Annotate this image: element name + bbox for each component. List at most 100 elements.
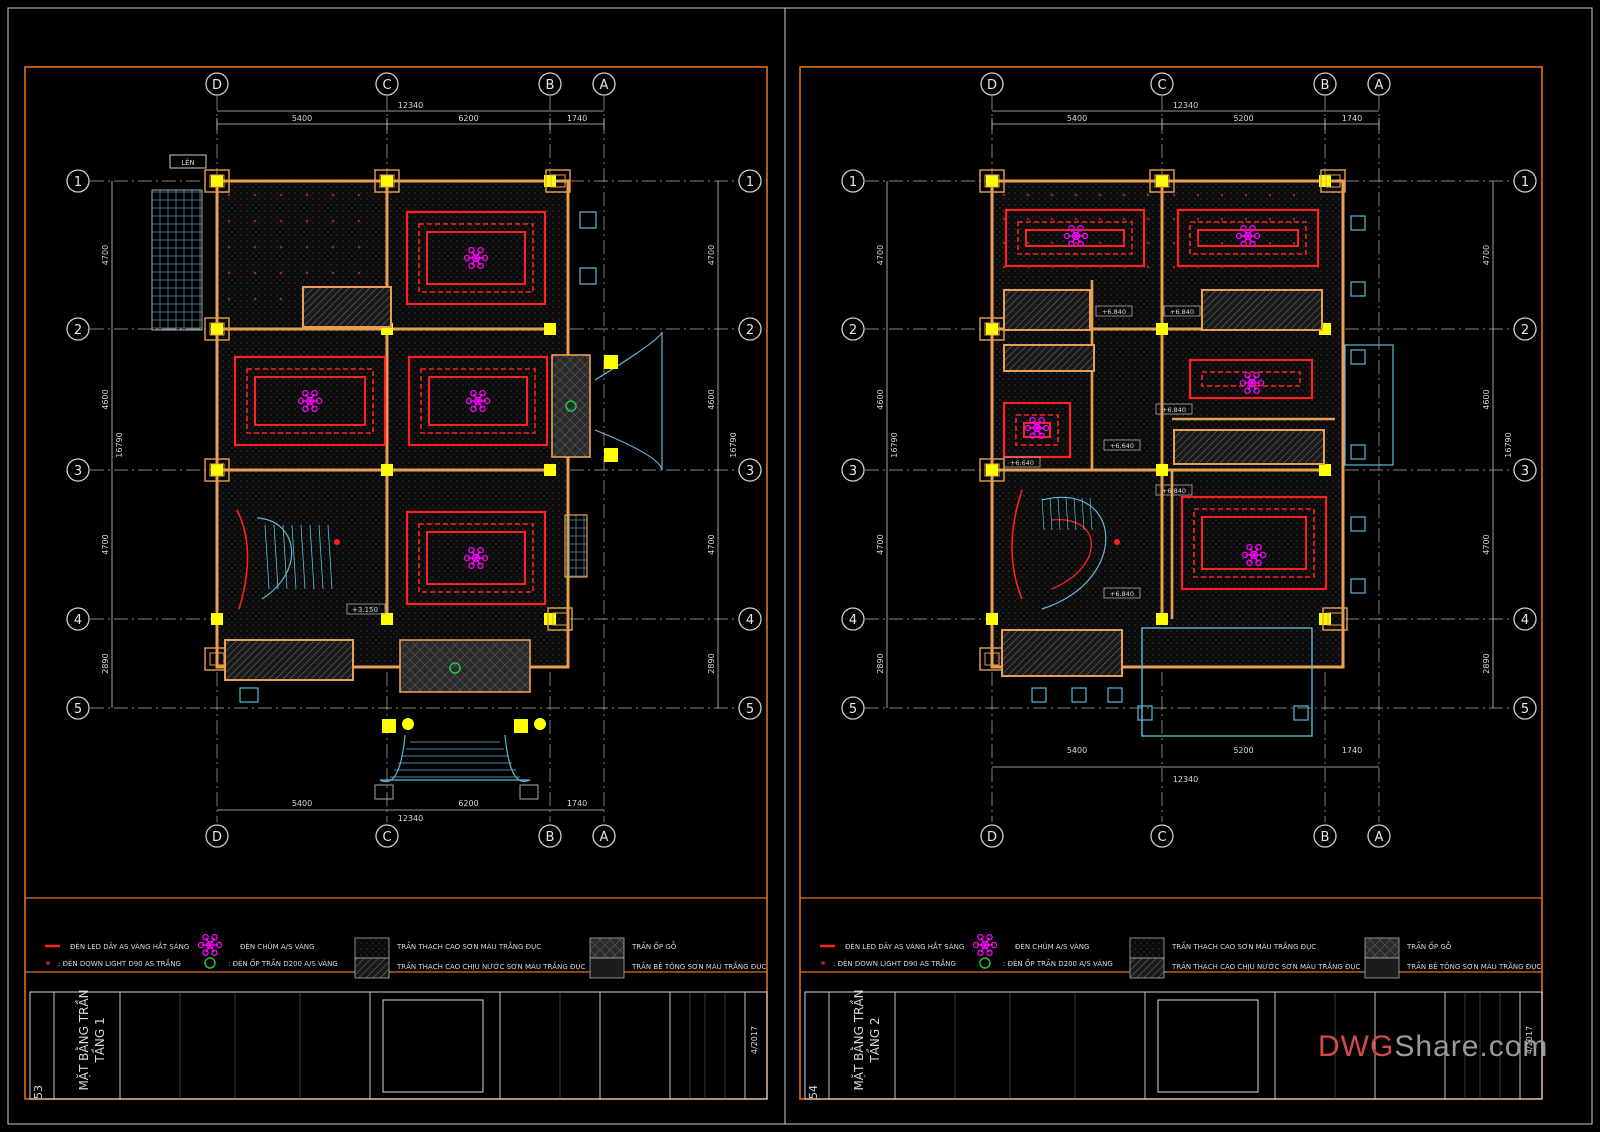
legend-gypsum-label: TRẦN THẠCH CAO SƠN MÀU TRẮNG ĐỤC (1171, 941, 1316, 951)
downlight-icon (1146, 193, 1150, 197)
column (1156, 613, 1168, 625)
dim-part-top: 5200 (1233, 114, 1253, 123)
column (381, 175, 393, 187)
stair-tread (273, 524, 279, 590)
grid-bubble-bottom-C: C (1150, 824, 1174, 848)
side-window (564, 514, 588, 578)
grid-bubble (538, 72, 562, 96)
legend-gypsum-label: TRẦN THẠCH CAO SƠN MÀU TRẮNG ĐỤC (396, 941, 541, 951)
legend-concrete-swatch (1364, 957, 1400, 979)
grid-label: 2 (1521, 323, 1529, 338)
downlight-icon (1098, 217, 1102, 221)
column (1319, 464, 1331, 476)
sheet-number: 54 (807, 1085, 820, 1099)
coffer-outer (407, 355, 549, 447)
column (544, 175, 556, 187)
downlight-group (227, 193, 361, 301)
downlight-icon (1074, 217, 1078, 221)
dim-part-side: 2890 (1482, 653, 1491, 673)
grid-bubble-top-A: A (592, 72, 616, 96)
pilaster-core (552, 612, 568, 626)
downlight-icon (1122, 265, 1126, 269)
grid-bubble (1150, 824, 1174, 848)
chandelier-icon (465, 389, 491, 413)
stair-tread (309, 524, 315, 590)
chandelier-icon (463, 246, 489, 270)
pilaster (979, 169, 1005, 193)
downlight-icon (1074, 265, 1078, 269)
column (986, 613, 998, 625)
level-tag (1155, 484, 1193, 496)
drawing-date: 4/2017 (750, 1026, 759, 1054)
grid-bubble-right-4: 4 (738, 607, 762, 631)
pilaster-core (209, 322, 225, 336)
legend-led-label: ĐÈN LED DÂY AS VÀNG HẮT SÁNG (845, 941, 964, 951)
downlight-icon (1196, 241, 1200, 245)
grid-bubble-left-2: 2 (841, 317, 865, 341)
downlight-icon (357, 193, 361, 197)
downlight-icon (1244, 217, 1248, 221)
column (1156, 175, 1168, 187)
grid-bubble (1367, 824, 1391, 848)
downlight-icon (253, 245, 257, 249)
grid-bubble (738, 696, 762, 720)
column (986, 323, 998, 335)
grid-bubble (1150, 72, 1174, 96)
pilaster-core (1327, 612, 1343, 626)
grid-label: 4 (849, 613, 857, 628)
downlight-icon (1002, 265, 1006, 269)
column (986, 464, 998, 476)
dim-total-top: 12340 (1173, 101, 1198, 110)
downlight-icon (1172, 217, 1176, 221)
downlight-icon (1026, 217, 1030, 221)
column (381, 464, 393, 476)
downlight-icon (1026, 265, 1030, 269)
column (1156, 464, 1168, 476)
porch-ceiling (224, 639, 354, 681)
level-label: +6.640 (1010, 459, 1034, 467)
downlight-icon (1146, 241, 1150, 245)
stamp-box (382, 999, 484, 1093)
coffered-ceiling (405, 510, 547, 606)
window-box (1071, 687, 1087, 703)
stair-edge (256, 517, 293, 600)
level-label: +6.840 (1162, 487, 1186, 495)
legend-wood-swatch (589, 937, 625, 959)
downlight-icon (253, 193, 257, 197)
entry-porch (399, 639, 531, 693)
grid-bubble (66, 317, 90, 341)
downlight-icon (1122, 241, 1126, 245)
pilaster-core (209, 174, 225, 188)
downlight-icon (331, 193, 335, 197)
grid-bubble-left-5: 5 (66, 696, 90, 720)
grid-label: 1 (1521, 175, 1529, 190)
watermark: DWGShare.com (1318, 1030, 1548, 1064)
dim-part-bottom: 1740 (1342, 746, 1362, 755)
grid-label: 2 (746, 323, 754, 338)
grid-bubble-right-1: 1 (738, 169, 762, 193)
coffer-inner (1201, 516, 1307, 570)
grid-bubble (841, 169, 865, 193)
pilaster (374, 169, 400, 193)
grid-bubble-right-1: 1 (1513, 169, 1537, 193)
downlight-icon (227, 297, 231, 301)
grid-bubble-left-1: 1 (841, 169, 865, 193)
pilaster (204, 169, 230, 193)
grid-bubble (592, 72, 616, 96)
stair-tread (318, 524, 324, 590)
downlight-icon (1292, 217, 1296, 221)
column (211, 464, 223, 476)
column (544, 464, 556, 476)
window-box (239, 687, 259, 703)
legend-gypsum-wp-swatch (1129, 957, 1165, 979)
grid-bubble-left-4: 4 (841, 607, 865, 631)
grid-bubble-right-3: 3 (1513, 458, 1537, 482)
legend-gypsum-wp-swatch (354, 957, 390, 979)
grid-bubble-right-2: 2 (1513, 317, 1537, 341)
stair-tread (1073, 497, 1077, 531)
stair-top-run (151, 189, 203, 331)
led-strip (418, 223, 534, 293)
grid-label: 1 (74, 175, 82, 190)
